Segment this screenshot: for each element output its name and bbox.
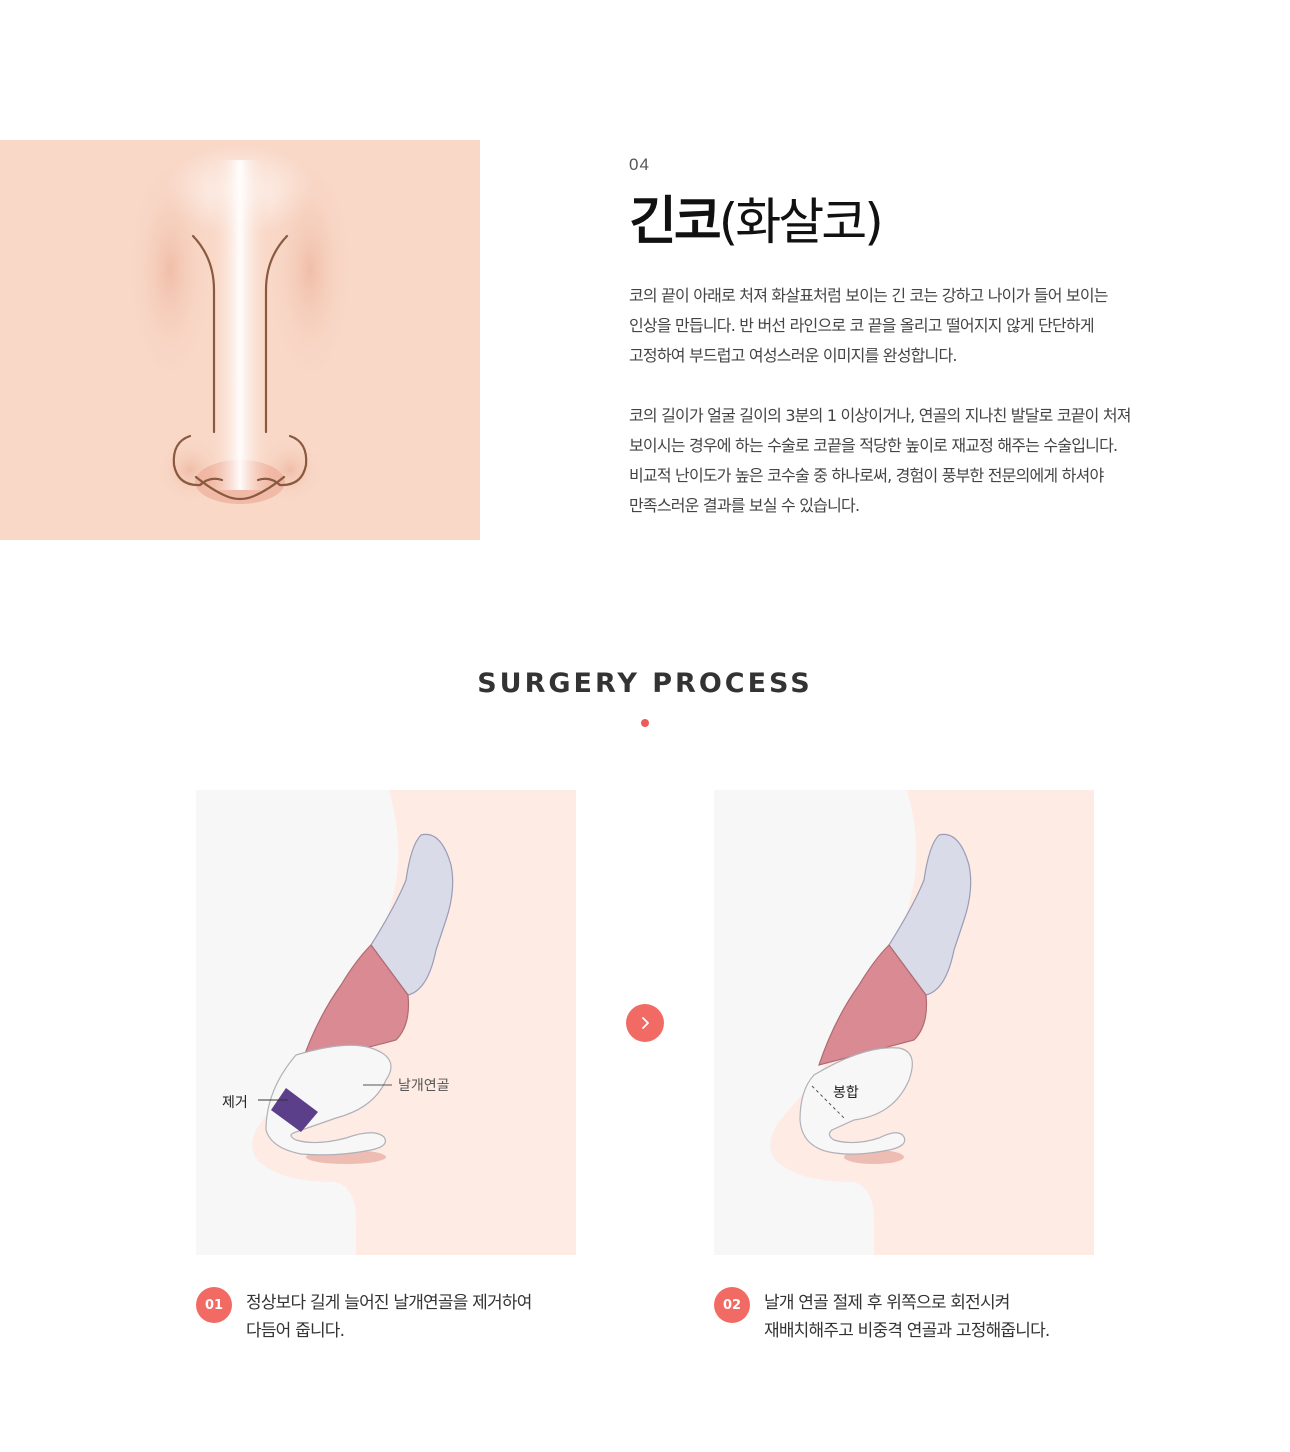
label-remove: 제거: [222, 1095, 248, 1111]
nose-front-illustration: [0, 140, 480, 540]
section-title: SURGERY PROCESS: [477, 668, 813, 699]
step-2: 02 날개 연골 절제 후 위쪽으로 회전시켜 재배치해주고 비중격 연골과 고…: [714, 1287, 1050, 1345]
title-dot: [641, 719, 649, 727]
chevron-right-icon: [642, 1017, 649, 1029]
step-text: 날개 연골 절제 후 위쪽으로 회전시켜 재배치해주고 비중격 연골과 고정해줍…: [764, 1293, 1050, 1341]
title-main: 긴코: [629, 192, 722, 252]
intro-section: 04 긴코 (화살코) 코의 끝이 아래로 처져 화살표처럼 보이는 긴 코는 …: [629, 155, 1229, 521]
title-sub: (화살코): [718, 193, 884, 251]
label-suture: 봉합: [833, 1085, 859, 1101]
step-1: 01 정상보다 길게 늘어진 날개연골을 제거하여 다듬어 줍니다.: [196, 1287, 532, 1345]
item-number: 04: [629, 155, 650, 174]
process-panel-2: 봉합: [714, 790, 1094, 1255]
step-text: 정상보다 길게 늘어진 날개연골을 제거하여 다듬어 줍니다.: [246, 1293, 532, 1341]
next-step-button[interactable]: [626, 1004, 664, 1042]
step-badge: 01: [196, 1287, 232, 1323]
page-title: 긴코 (화살코): [629, 179, 1229, 254]
step-badge: 02: [714, 1287, 750, 1323]
process-panel-1: 제거 날개연골: [196, 790, 576, 1255]
label-cartilage: 날개연골: [398, 1078, 450, 1094]
description-paragraph-2: 코의 길이가 얼굴 길이의 3분의 1 이상이거나, 연골의 지나친 발달로 코…: [629, 406, 1132, 515]
description-paragraph-1: 코의 끝이 아래로 처져 화살표처럼 보이는 긴 코는 강하고 나이가 들어 보…: [629, 286, 1108, 365]
